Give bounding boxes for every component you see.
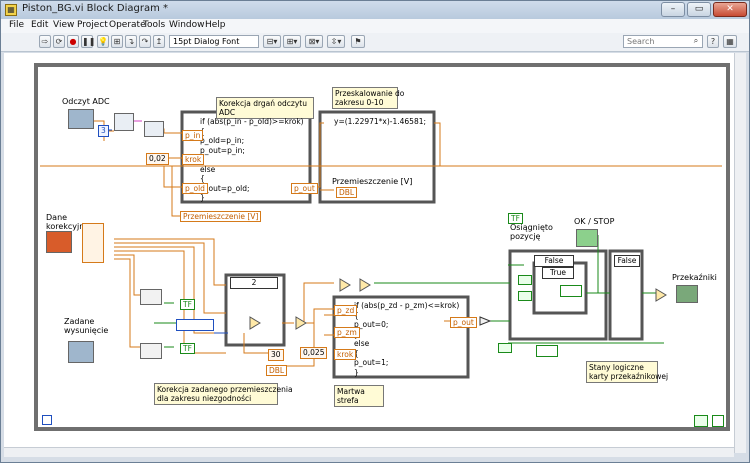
horizontal-scrollbar[interactable] [4, 447, 734, 457]
resize-objects-icon[interactable]: ⊠▾ [305, 35, 323, 48]
adc-control-icon[interactable] [68, 109, 94, 129]
search-icon[interactable]: ⌕ [693, 36, 699, 45]
constant-30[interactable]: 30 [268, 349, 284, 361]
note-przeskalowanie: Przeskalowanie do zakresu 0-10 [332, 87, 404, 109]
select-icon-1[interactable] [140, 289, 162, 305]
stop-terminal-icon[interactable] [694, 415, 708, 427]
case-selector-false-2[interactable]: False [614, 255, 640, 267]
unbundle-cluster-icon[interactable] [82, 223, 104, 263]
indicator-tf-osiagnieto: TF [508, 213, 523, 224]
label-odczyt-adc: Odczyt ADC [62, 97, 110, 106]
select-icon-2[interactable] [140, 343, 162, 359]
dane-korekcyjne-control-icon[interactable] [46, 231, 72, 253]
convert-icon[interactable] [144, 121, 164, 137]
bool-false-constant-1[interactable] [518, 291, 532, 301]
abort-icon[interactable]: ● [67, 35, 79, 48]
font-dropdown[interactable]: 15pt Dialog Font [169, 35, 259, 48]
step-out-icon[interactable]: ↥ [153, 35, 165, 48]
label-osiagnieto-pozycje: Osiągnięto pozycję [510, 223, 553, 241]
terminal-p-zm[interactable]: p_zm [334, 327, 360, 338]
pause-icon[interactable]: ❚❚ [81, 35, 96, 48]
case-selector-false-1[interactable]: False [534, 255, 574, 267]
align-objects-icon[interactable]: ⊟▾ [263, 35, 281, 48]
loop-condition-icon[interactable] [712, 415, 724, 427]
label-przekazniki: Przekaźniki [672, 273, 717, 282]
label-przemieszczenie-v: Przemieszczenie [V] [332, 177, 413, 186]
note-stany-logiczne: Stany logiczne karty przekaźnikowej [586, 361, 668, 383]
cleanup-diagram-icon[interactable]: ⚑ [351, 35, 365, 48]
indicator-tf-1: TF [180, 299, 195, 310]
constant-3[interactable]: 3 [98, 125, 109, 137]
formula-code-1[interactable]: if (abs(p_in - p_old)>=krok){p_old=p_in;… [200, 117, 304, 202]
distribute-objects-icon[interactable]: ⊞▾ [283, 35, 301, 48]
case-selector-true[interactable]: True [542, 267, 574, 279]
indicator-dbl-korekcja: DBL [266, 365, 288, 376]
index-array-icon[interactable] [114, 113, 134, 131]
zadane-wysuniecie-control-icon[interactable] [68, 341, 94, 363]
menu-operate[interactable]: Operate [109, 20, 146, 30]
terminal-p-out[interactable]: p_out [291, 183, 318, 194]
menu-project[interactable]: Project [77, 20, 108, 30]
ok-stop-control-icon[interactable] [576, 229, 598, 247]
menu-help[interactable]: Help [205, 20, 226, 30]
terminal-p-zd[interactable]: p_zd [334, 305, 358, 316]
case-selector-2[interactable]: 2 [230, 277, 278, 289]
retain-wire-values-icon[interactable]: ⊞ [111, 35, 123, 48]
step-into-icon[interactable]: ↴ [125, 35, 137, 48]
build-array-icon-1[interactable] [560, 285, 582, 297]
step-over-icon[interactable]: ↷ [139, 35, 151, 48]
toolbar: ⇨ ⟳ ● ❚❚ 💡 ⊞ ↴ ↷ ↥ 15pt Dialog Font ⊟▾ ⊞… [1, 33, 749, 52]
close-button[interactable]: ✕ [713, 2, 747, 17]
help-icon[interactable]: ? [707, 35, 719, 48]
vi-icon: ▦ [5, 4, 17, 16]
reorder-icon[interactable]: ⇳▾ [327, 35, 345, 48]
formula-scale-expression[interactable]: y=(1.22971*x)-1.46581; [334, 117, 427, 126]
minimize-button[interactable]: – [661, 2, 685, 17]
przekazniki-indicator-icon [676, 285, 698, 303]
terminal-krok-2[interactable]: krok [334, 349, 357, 360]
formula-code-2[interactable]: if (abs(p_zd - p_zm)<=krok){p_out=0; }el… [354, 301, 460, 377]
indicator-dbl-przemieszczenie: DBL [336, 187, 358, 198]
local-variable-przemieszczenie[interactable]: Przemieszczenie [V] [180, 211, 262, 222]
terminal-krok[interactable]: krok [182, 154, 205, 165]
constant-0-02[interactable]: 0,02 [146, 153, 169, 165]
bool-true-constant-1[interactable] [518, 275, 532, 285]
terminal-p-in[interactable]: p_in [182, 130, 204, 141]
menu-window[interactable]: Window [169, 20, 205, 30]
window-title: Piston_BG.vi Block Diagram * [22, 3, 169, 14]
menu-view[interactable]: View [53, 20, 75, 30]
terminal-p-old[interactable]: p_old [182, 183, 208, 194]
constant-0-025[interactable]: 0,025 [300, 347, 328, 359]
maximize-button[interactable]: ▭ [687, 2, 711, 17]
menu-bar: File Edit View Project Operate Tools Win… [1, 19, 749, 33]
in-range-icon[interactable] [176, 319, 214, 331]
run-continuously-icon[interactable]: ⟳ [53, 35, 65, 48]
menu-file[interactable]: File [9, 20, 25, 30]
menu-tools[interactable]: Tools [143, 20, 166, 30]
note-korekcja-zadanego: Korekcja zadanego przemieszczenia dla za… [154, 383, 293, 405]
note-korekcja-drgan: Korekcja drgań odczytu ADC [216, 97, 314, 119]
build-array-icon-2[interactable] [536, 345, 558, 357]
indicator-tf-2: TF [180, 343, 195, 354]
iteration-terminal-icon [42, 415, 52, 425]
search-input[interactable]: Search [623, 35, 703, 48]
terminal-p-out-2[interactable]: p_out [450, 317, 477, 328]
vertical-scrollbar[interactable] [734, 53, 746, 453]
bool-false-constant-2[interactable] [498, 343, 512, 353]
highlight-execution-icon[interactable]: 💡 [97, 35, 109, 48]
label-dane-korekcyjne: Dane korekcyjne [46, 213, 90, 231]
title-bar: ▦ Piston_BG.vi Block Diagram * – ▭ ✕ [1, 1, 749, 19]
label-zadane-wysuniecie: Zadane wysunięcie [64, 317, 109, 335]
note-martwa-strefa: Martwa strefa [334, 385, 384, 407]
block-diagram-canvas[interactable]: Odczyt ADC Dane korekcyjne Zadane wysuni… [4, 53, 744, 453]
while-loop-frame [34, 63, 730, 431]
menu-edit[interactable]: Edit [31, 20, 49, 30]
label-ok-stop: OK / STOP [574, 217, 615, 226]
vi-connector-icon: ▦ [723, 35, 737, 48]
run-arrow-icon[interactable]: ⇨ [39, 35, 51, 48]
